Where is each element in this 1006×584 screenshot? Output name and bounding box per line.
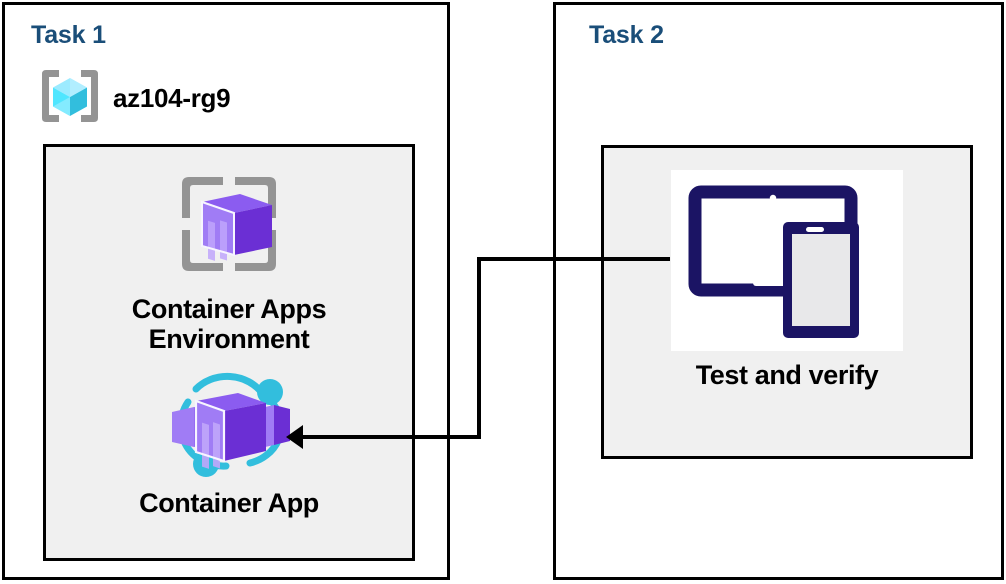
connector-arrowhead-icon: [286, 425, 303, 449]
container-app-label: Container App: [139, 488, 319, 518]
connector-horizontal-lower: [300, 435, 481, 439]
task-1-title: Task 1: [31, 21, 106, 49]
resource-group-icon: [39, 65, 101, 132]
task-1-inner-box: Container Apps Environment: [43, 144, 415, 561]
container-app-block: Container App: [46, 369, 412, 518]
label-line-1: Container Apps: [131, 294, 327, 324]
task-1-panel: Task 1 az104-rg9: [2, 2, 450, 580]
container-apps-environment-block: Container Apps Environment: [46, 163, 412, 354]
resource-group-row: az104-rg9: [39, 65, 231, 132]
test-and-verify-block: Test and verify: [604, 170, 970, 390]
connector-vertical: [477, 257, 481, 439]
connector-horizontal-upper: [477, 257, 670, 261]
container-app-icon: [154, 369, 304, 484]
task-2-inner-box: Test and verify: [601, 145, 973, 459]
resource-group-label: az104-rg9: [113, 83, 231, 113]
label-line-1: Container App: [139, 488, 319, 518]
task-2-panel: Task 2: [553, 2, 1004, 580]
container-apps-environment-label: Container Apps Environment: [131, 294, 327, 355]
label-line-2: Environment: [148, 324, 310, 355]
test-and-verify-icon: [671, 170, 903, 356]
container-apps-environment-icon: [168, 163, 290, 290]
test-and-verify-label: Test and verify: [696, 360, 879, 390]
task-2-title: Task 2: [589, 21, 664, 49]
label-line-1: Test and verify: [695, 360, 879, 390]
